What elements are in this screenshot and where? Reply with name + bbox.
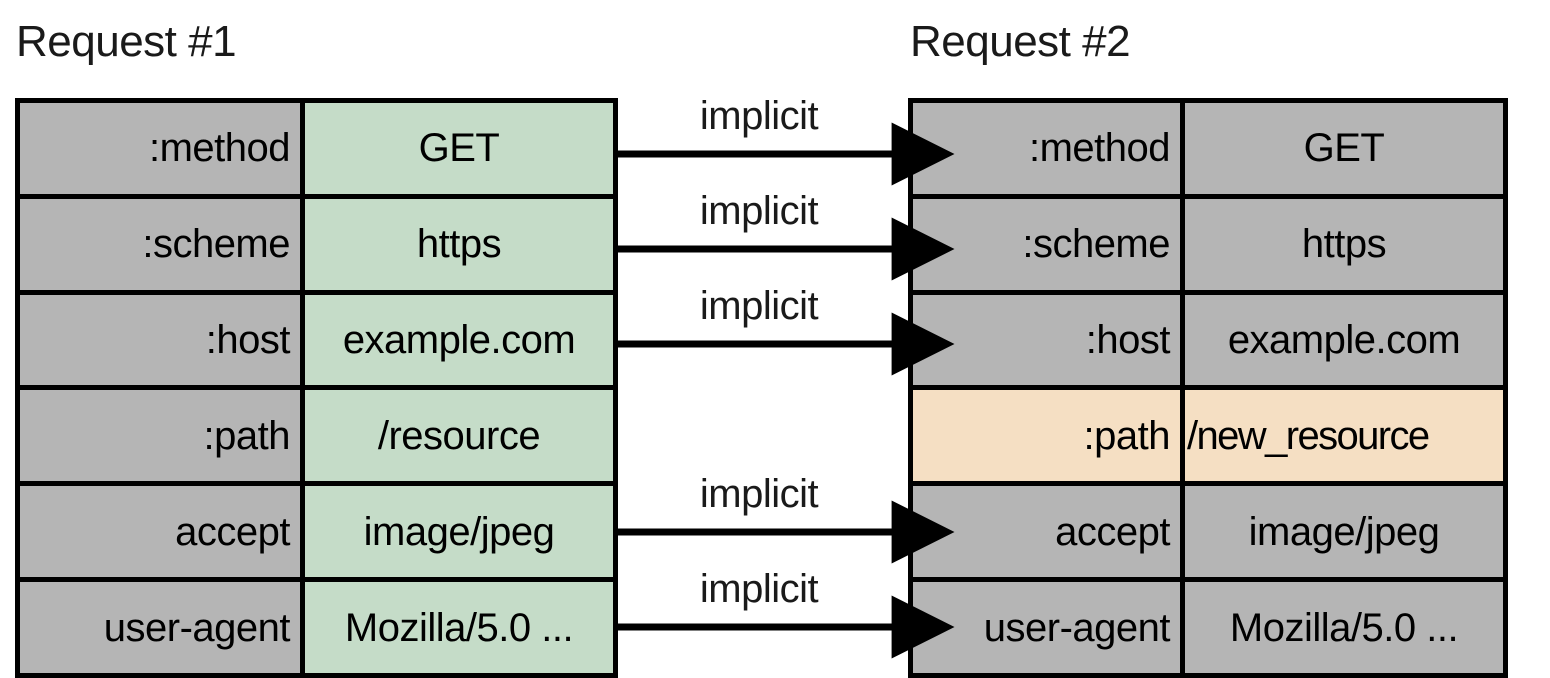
request1-title: Request #1 [16,17,237,66]
table-row: :host example.com [20,294,613,391]
header-value-cell: /new_resource [1185,390,1503,482]
implicit-label-scheme: implicit [699,189,819,233]
table-row: :path /resource [20,390,613,487]
table-row: :method GET [20,103,613,199]
header-name-cell: accept [913,486,1185,578]
table-row: user-agent Mozilla/5.0 ... [913,582,1503,673]
request2-title: Request #2 [910,17,1131,66]
header-name-cell: :path [20,390,305,482]
table-row: :scheme https [20,198,613,295]
header-value-cell: image/jpeg [305,486,613,578]
table-row: :scheme https [913,198,1503,295]
request2-header-table: :method GET :scheme https :host example.… [908,98,1508,678]
header-name-cell: :method [913,103,1185,194]
header-name-cell: accept [20,486,305,578]
header-value-cell: example.com [1185,294,1503,386]
header-value-cell: example.com [305,294,613,386]
table-row: accept image/jpeg [20,486,613,583]
implicit-label-useragent: implicit [699,567,819,611]
header-name-cell: :host [913,294,1185,386]
header-value-cell: image/jpeg [1185,486,1503,578]
header-value-cell: GET [1185,103,1503,194]
header-value-cell: GET [305,103,613,194]
table-row: accept image/jpeg [913,486,1503,583]
header-value-cell: /resource [305,390,613,482]
header-name-cell: :method [20,103,305,194]
header-name-cell: :path [913,390,1185,482]
header-name-cell: :scheme [913,198,1185,290]
request1-header-table: :method GET :scheme https :host example.… [15,98,618,678]
table-row: :method GET [913,103,1503,199]
implicit-label-method: implicit [699,94,819,138]
table-row-changed: :path /new_resource [913,390,1503,487]
implicit-label-host: implicit [699,284,819,328]
header-name-cell: user-agent [20,582,305,673]
table-row: user-agent Mozilla/5.0 ... [20,582,613,673]
header-value-cell: Mozilla/5.0 ... [1185,582,1503,673]
table-row: :host example.com [913,294,1503,391]
header-name-cell: :host [20,294,305,386]
header-value-cell: https [305,198,613,290]
header-name-cell: user-agent [913,582,1185,673]
header-value-cell: Mozilla/5.0 ... [305,582,613,673]
header-value-cell: https [1185,198,1503,290]
implicit-label-accept: implicit [699,472,819,516]
header-name-cell: :scheme [20,198,305,290]
